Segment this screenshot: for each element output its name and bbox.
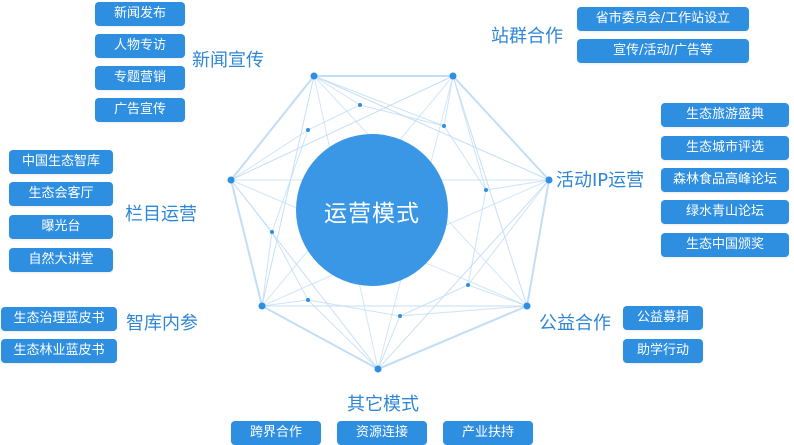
- column-item-1[interactable]: 中国生态智库: [9, 150, 113, 174]
- network-line: [377, 179, 550, 370]
- center-title: 运营模式: [324, 201, 420, 227]
- network-line: [377, 305, 528, 370]
- center-circle: [296, 134, 448, 286]
- column-label: 栏目运营: [125, 204, 197, 225]
- network-line: [261, 75, 315, 307]
- network-line: [307, 104, 361, 131]
- news-item-3[interactable]: 专题营销: [95, 66, 185, 90]
- network-line: [261, 231, 273, 307]
- network-line: [467, 189, 487, 286]
- network-line: [271, 231, 309, 301]
- network-node: [545, 176, 553, 184]
- other-item-2[interactable]: 资源连接: [337, 421, 427, 445]
- column-item-4[interactable]: 自然大讲堂: [9, 248, 113, 272]
- network-line: [467, 179, 550, 286]
- activity-item-3[interactable]: 森林食品高峰论坛: [661, 168, 789, 192]
- network-line: [307, 299, 379, 370]
- network-line: [452, 75, 528, 307]
- network-line: [261, 305, 379, 370]
- other-item-1[interactable]: 跨界合作: [231, 421, 321, 445]
- network-node: [270, 230, 274, 234]
- network-node: [358, 103, 362, 107]
- column-item-3[interactable]: 曝光台: [9, 215, 113, 239]
- network-node: [374, 365, 382, 373]
- network-line: [313, 75, 550, 181]
- think-item-2[interactable]: 生态林业蓝皮书: [1, 339, 117, 363]
- network-line: [307, 299, 401, 317]
- network-node: [306, 298, 310, 302]
- network-node: [310, 72, 318, 80]
- network-line: [359, 104, 445, 127]
- network-node: [484, 188, 488, 192]
- network-line: [443, 125, 487, 191]
- network-line: [230, 75, 454, 181]
- network-line: [313, 75, 445, 127]
- news-item-1[interactable]: 新闻发布: [95, 2, 185, 26]
- think-item-1[interactable]: 生态治理蓝皮书: [1, 307, 117, 331]
- news-item-2[interactable]: 人物专访: [95, 34, 185, 58]
- network-node: [449, 72, 457, 80]
- station-item-2[interactable]: 宣传/活动/广告等: [577, 39, 749, 63]
- network-line: [485, 179, 550, 191]
- network-node: [398, 314, 402, 318]
- network-line: [399, 305, 528, 317]
- network-node: [306, 128, 310, 132]
- station-item-1[interactable]: 省市委员会/工作站设立: [577, 7, 749, 31]
- activity-item-2[interactable]: 生态城市评选: [661, 136, 789, 160]
- network-line: [313, 75, 361, 106]
- welfare-item-1[interactable]: 公益募捐: [623, 306, 703, 330]
- network-node: [227, 176, 235, 184]
- network-node: [442, 124, 446, 128]
- activity-item-1[interactable]: 生态旅游盛典: [661, 103, 789, 127]
- network-line: [230, 75, 315, 181]
- network-line: [261, 299, 309, 307]
- network-line: [452, 75, 487, 191]
- other-label: 其它模式: [347, 394, 419, 415]
- welfare-item-2[interactable]: 助学行动: [623, 339, 703, 363]
- network-node: [466, 283, 470, 287]
- network-line: [467, 284, 528, 307]
- think-label: 智库内参: [126, 313, 198, 334]
- activity-item-5[interactable]: 生态中国颁奖: [661, 233, 789, 257]
- network-line: [452, 75, 550, 181]
- network-line: [526, 179, 550, 307]
- network-line: [377, 315, 401, 370]
- network-line: [230, 179, 273, 233]
- column-item-2[interactable]: 生态会客厅: [9, 182, 113, 206]
- station-label: 站群合作: [491, 26, 563, 47]
- activity-item-4[interactable]: 绿水青山论坛: [661, 200, 789, 224]
- news-item-4[interactable]: 广告宣传: [95, 98, 185, 122]
- news-label: 新闻宣传: [192, 50, 264, 71]
- network-line: [399, 284, 469, 317]
- network-line: [230, 179, 263, 307]
- network-line: [230, 129, 309, 181]
- network-line: [271, 129, 309, 233]
- network-line: [443, 75, 454, 127]
- welfare-label: 公益合作: [539, 313, 611, 334]
- network-node: [523, 302, 531, 310]
- activity-label: 活动IP运营: [556, 170, 645, 191]
- network-node: [258, 302, 266, 310]
- other-item-3[interactable]: 产业扶持: [443, 421, 533, 445]
